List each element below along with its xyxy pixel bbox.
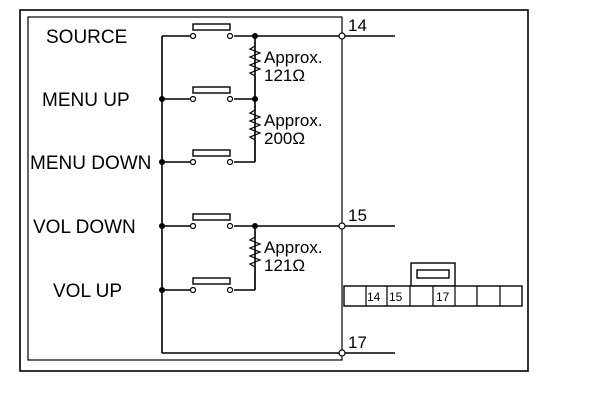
resistor-2-label-2: 200Ω (264, 129, 305, 148)
resistor-2-label-1: Approx. (264, 111, 323, 130)
terminal-17-label: 17 (348, 333, 367, 352)
connector-pin-15: 15 (389, 290, 403, 304)
switch-menu-up (159, 86, 258, 103)
switch-button-icon (192, 213, 231, 221)
switch-vol-up (159, 277, 255, 294)
connector-latch-tab (416, 269, 450, 279)
switch-button-icon (192, 277, 231, 285)
switch-menu-down (159, 149, 255, 166)
resistor-3-icon (248, 232, 262, 290)
resistor-2-icon (248, 105, 262, 162)
resistor-1-label-1: Approx. (264, 48, 323, 67)
resistor-3-label-2: 121Ω (264, 256, 305, 275)
switch-source (162, 23, 258, 40)
switch-button-icon (192, 23, 231, 31)
resistor-1-icon (248, 42, 262, 99)
label-vol-up: VOL UP (53, 281, 122, 302)
label-vol-down: VOL DOWN (33, 217, 136, 238)
connector-icon: 14 15 17 (343, 262, 523, 307)
switch-button-icon (192, 86, 231, 94)
terminal-14-label: 14 (348, 16, 367, 35)
connector-pin-14: 14 (367, 290, 381, 304)
terminal-14-point (338, 32, 346, 40)
switch-vol-down (159, 213, 258, 230)
connector-pin-17: 17 (436, 290, 450, 304)
label-source: SOURCE (46, 27, 127, 48)
terminal-15-label: 15 (348, 206, 367, 225)
switch-button-icon (192, 149, 231, 157)
resistor-1-label-2: 121Ω (264, 66, 305, 85)
switch-housing (27, 16, 343, 361)
label-menu-up: MENU UP (42, 90, 130, 111)
resistor-3-label-1: Approx. (264, 238, 323, 257)
terminal-17-point (338, 349, 346, 357)
terminal-15-point (338, 222, 346, 230)
outer-frame (19, 9, 529, 372)
label-menu-down: MENU DOWN (30, 153, 151, 174)
